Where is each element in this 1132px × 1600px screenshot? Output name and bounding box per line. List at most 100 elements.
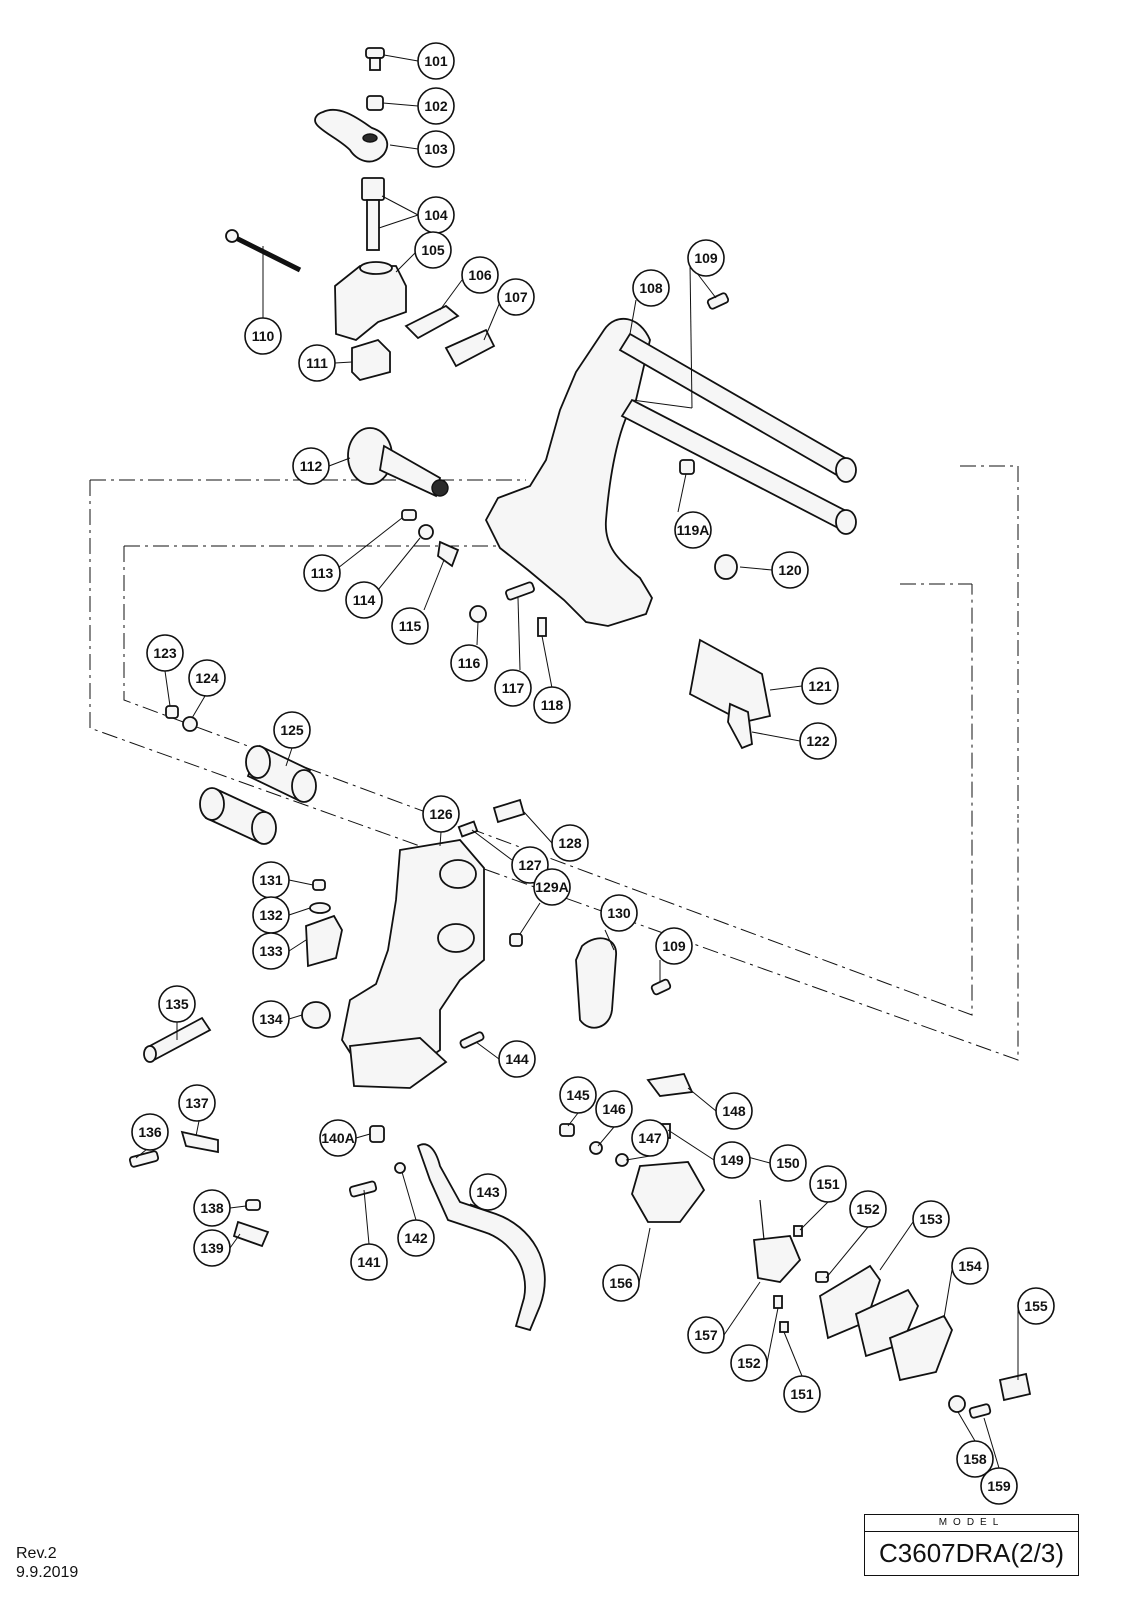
- callout-number: 125: [280, 722, 304, 738]
- clamp-knob-assembly: [225, 47, 496, 382]
- callout-circle: [956, 1440, 994, 1478]
- leader-line: [604, 929, 615, 951]
- callout-circle: [178, 1084, 216, 1122]
- callout-152: 152: [849, 1190, 887, 1228]
- callout-circle: [414, 231, 452, 269]
- leader-line: [288, 907, 311, 916]
- leader-line: [328, 457, 351, 467]
- callout-circle: [687, 1316, 725, 1354]
- callout-number: 116: [458, 655, 481, 671]
- leader-line: [401, 1171, 417, 1221]
- callout-circle: [631, 1119, 669, 1157]
- leader-line: [799, 1201, 829, 1231]
- callout-115: 115: [391, 607, 429, 645]
- leader-line: [689, 263, 693, 409]
- callout-102: 102: [417, 87, 455, 125]
- callout-circle: [252, 932, 290, 970]
- leader-line: [382, 102, 419, 107]
- callout-133: 133: [252, 932, 290, 970]
- callout-circle: [1017, 1287, 1055, 1325]
- callout-number: 135: [165, 996, 189, 1012]
- leader-line: [983, 1417, 1000, 1469]
- leader-line: [631, 399, 693, 409]
- leader-line: [523, 811, 553, 844]
- callout-circle: [131, 1113, 169, 1151]
- callout-circle: [193, 1229, 231, 1267]
- callout-number: 138: [200, 1200, 224, 1216]
- part-callouts: 1011021031041051061071081091101111121131…: [131, 42, 1055, 1505]
- callout-number: 119A: [677, 522, 710, 538]
- model-box: MODEL C3607DRA(2/3): [864, 1514, 1079, 1576]
- callout-112: 112: [292, 447, 330, 485]
- callout-109: 109: [687, 239, 725, 277]
- callout-circle: [809, 1165, 847, 1203]
- callout-128: 128: [551, 824, 589, 862]
- callout-number: 151: [816, 1176, 840, 1192]
- callout-number: 126: [429, 806, 453, 822]
- callout-number: 104: [424, 207, 448, 223]
- callout-circle: [417, 130, 455, 168]
- callout-number: 111: [306, 355, 328, 371]
- callout-119A: 119A: [674, 511, 712, 549]
- callout-number: 139: [200, 1240, 224, 1256]
- callout-circle: [252, 1000, 290, 1038]
- callout-123: 123: [146, 634, 184, 672]
- callout-circle: [602, 1264, 640, 1302]
- callout-number: 106: [468, 267, 492, 283]
- callout-circle: [350, 1243, 388, 1281]
- revision-note: Rev.2 9.9.2019: [16, 1544, 78, 1582]
- callout-135: 135: [158, 985, 196, 1023]
- leader-line: [439, 279, 463, 311]
- callout-number: 131: [259, 872, 283, 888]
- leader-line: [334, 361, 353, 364]
- leader-line: [783, 1331, 803, 1377]
- callout-circle: [391, 607, 429, 645]
- callout-circle: [494, 669, 532, 707]
- callout-118: 118: [533, 686, 571, 724]
- leader-line: [638, 1227, 651, 1284]
- leader-line: [383, 54, 419, 62]
- callout-134: 134: [252, 1000, 290, 1038]
- callout-146: 146: [595, 1090, 633, 1128]
- callout-116: 116: [450, 644, 488, 682]
- callout-number: 133: [259, 943, 283, 959]
- callout-145: 145: [559, 1076, 597, 1114]
- leader-line: [337, 517, 403, 569]
- callout-circle: [497, 278, 535, 316]
- callout-117: 117: [494, 669, 532, 707]
- callout-132: 132: [252, 896, 290, 934]
- callout-number: 132: [259, 907, 283, 923]
- callout-circle: [188, 659, 226, 697]
- callout-circle: [469, 1173, 507, 1211]
- leader-line: [879, 1221, 914, 1271]
- callout-circle: [397, 1219, 435, 1257]
- callout-circle: [450, 644, 488, 682]
- callout-137: 137: [178, 1084, 216, 1122]
- callout-122: 122: [799, 722, 837, 760]
- callout-number: 105: [421, 242, 445, 258]
- leader-line: [667, 1129, 715, 1161]
- callout-number: 103: [424, 141, 448, 157]
- callout-113: 113: [303, 554, 341, 592]
- leader-line: [677, 473, 687, 513]
- callout-155: 155: [1017, 1287, 1055, 1325]
- leader-line: [483, 301, 501, 341]
- callout-circle: [799, 722, 837, 760]
- leader-line: [378, 214, 419, 229]
- callout-number: 159: [987, 1478, 1011, 1494]
- callout-circle: [559, 1076, 597, 1114]
- callout-circle: [632, 269, 670, 307]
- callout-150: 150: [769, 1144, 807, 1182]
- leader-line: [687, 1087, 717, 1112]
- leader-line: [739, 566, 773, 571]
- callout-number: 108: [639, 280, 663, 296]
- callout-156: 156: [602, 1264, 640, 1302]
- switch-assembly: [559, 1072, 1032, 1419]
- callout-number: 143: [476, 1184, 500, 1200]
- callout-circle: [595, 1090, 633, 1128]
- callout-circle: [600, 894, 638, 932]
- callout-152: 152: [730, 1344, 768, 1382]
- leader-line: [195, 1120, 200, 1137]
- callout-157: 157: [687, 1316, 725, 1354]
- callout-circle: [303, 554, 341, 592]
